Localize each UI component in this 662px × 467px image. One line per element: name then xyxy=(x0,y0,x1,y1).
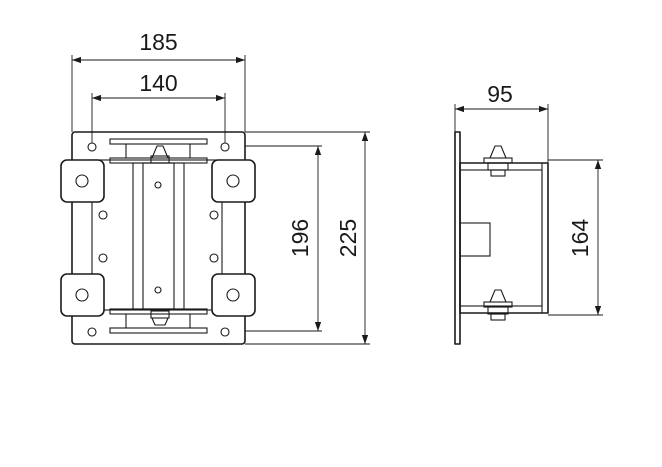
mid-hole-br xyxy=(209,253,219,263)
front-dimensions: 185 140 196 225 xyxy=(71,29,370,345)
lug-top-right xyxy=(211,159,256,203)
mid-hole-bl xyxy=(98,253,108,263)
mounting-plate xyxy=(71,131,246,345)
corner-hole-br xyxy=(220,327,230,337)
dim-95-label: 95 xyxy=(487,81,513,107)
center-rail xyxy=(132,162,185,310)
front-view xyxy=(60,131,256,345)
corner-hole-tr xyxy=(220,142,230,152)
lug-bottom-left xyxy=(60,273,105,317)
side-box xyxy=(459,162,549,314)
plate-body xyxy=(91,159,223,311)
lug-bottom-right xyxy=(211,273,256,317)
side-view xyxy=(454,131,549,345)
dim-140-label: 140 xyxy=(139,70,177,96)
bottom-bracket xyxy=(109,308,208,334)
dim-185-label: 185 xyxy=(139,29,177,55)
dim-196-label: 196 xyxy=(287,219,313,257)
side-fastener-bottom xyxy=(483,289,513,321)
side-fastener-top xyxy=(483,145,513,177)
side-center-tab xyxy=(459,222,491,257)
top-bracket xyxy=(109,138,208,164)
mid-hole-tl xyxy=(98,210,108,220)
lug-top-left xyxy=(60,159,105,203)
dim-164-label: 164 xyxy=(567,219,593,258)
mid-hole-tr xyxy=(209,210,219,220)
corner-hole-bl xyxy=(87,327,97,337)
dim-225-label: 225 xyxy=(335,219,361,257)
corner-hole-tl xyxy=(87,142,97,152)
side-dimensions: 95 164 xyxy=(454,81,603,316)
